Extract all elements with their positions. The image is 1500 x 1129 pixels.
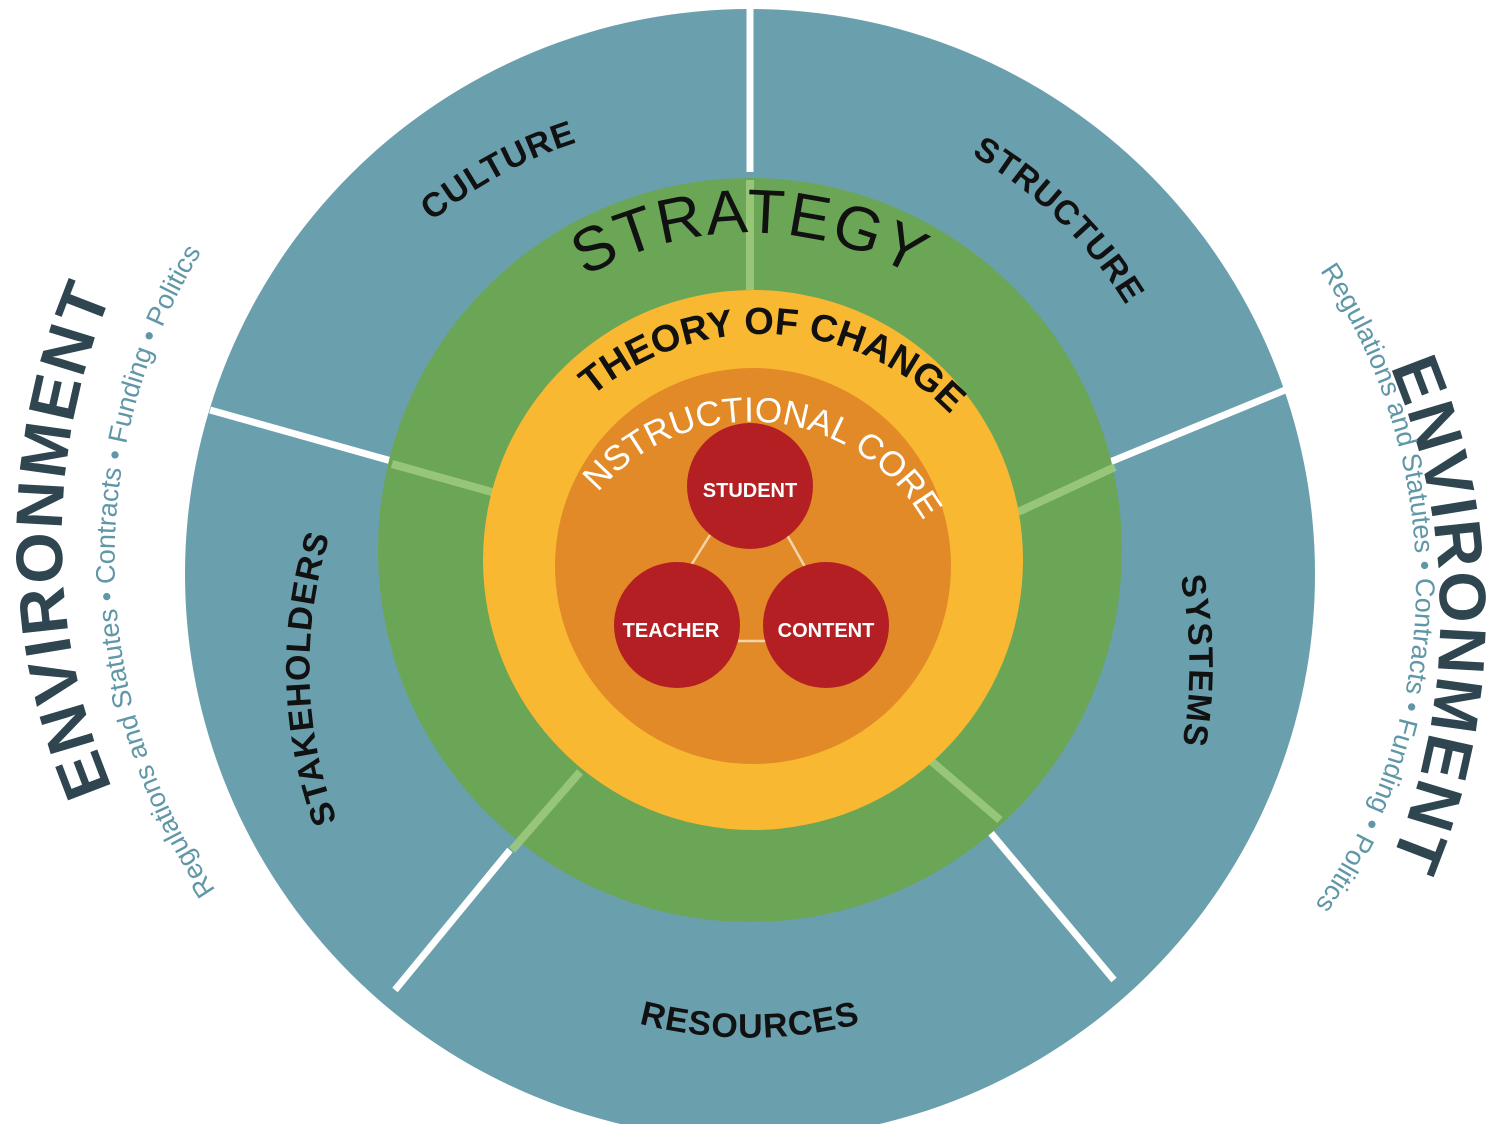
node-content: CONTENT — [763, 562, 889, 688]
node-student-label: STUDENT — [703, 480, 797, 502]
node-content-label: CONTENT — [778, 620, 875, 642]
node-connectors — [688, 534, 807, 643]
node-student: STUDENT — [687, 423, 813, 549]
strategy-ring-dividers — [390, 180, 1117, 853]
node-teacher: TEACHER — [614, 562, 740, 688]
node-teacher-label: TEACHER — [623, 620, 720, 642]
segment-dividers — [209, 0, 1292, 993]
